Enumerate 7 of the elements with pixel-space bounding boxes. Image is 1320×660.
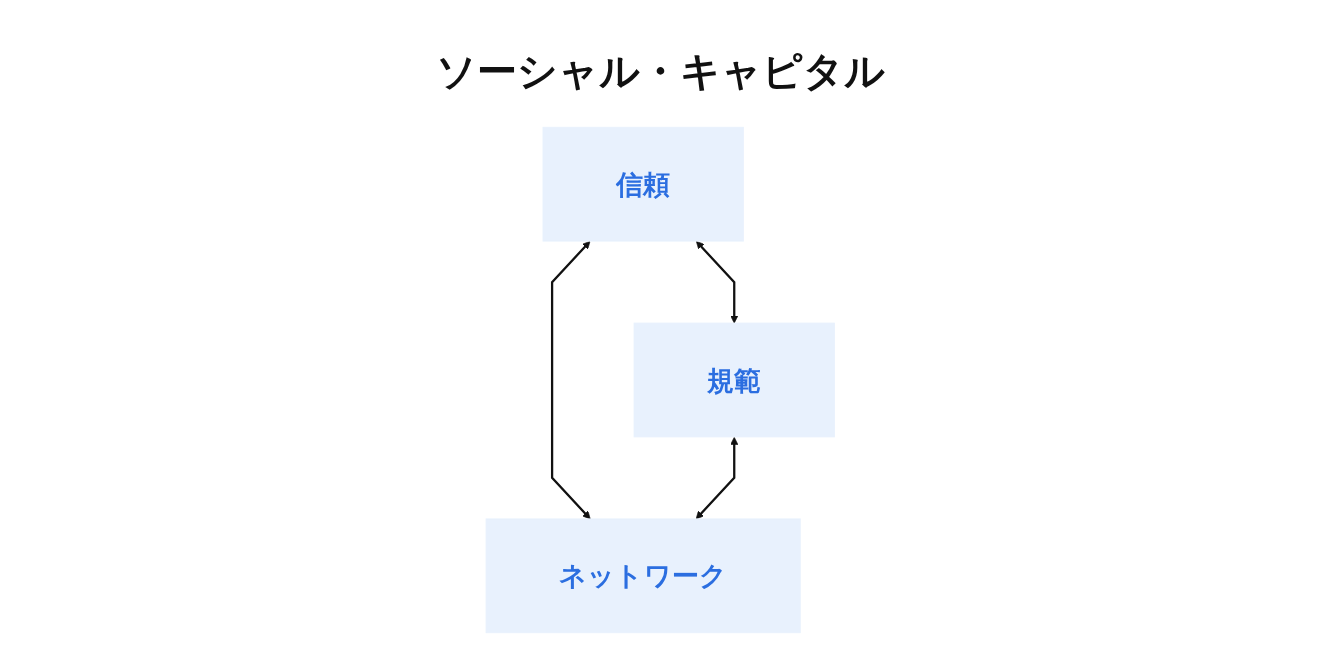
node-box: 規範	[633, 322, 835, 438]
node-box: 信頼	[542, 126, 744, 242]
arrow	[695, 241, 738, 324]
diagram-title: ソーシャル・キャピタル	[434, 47, 886, 96]
arrow	[695, 436, 738, 520]
arrow	[550, 241, 591, 520]
node-box: ネットワーク	[485, 518, 801, 634]
